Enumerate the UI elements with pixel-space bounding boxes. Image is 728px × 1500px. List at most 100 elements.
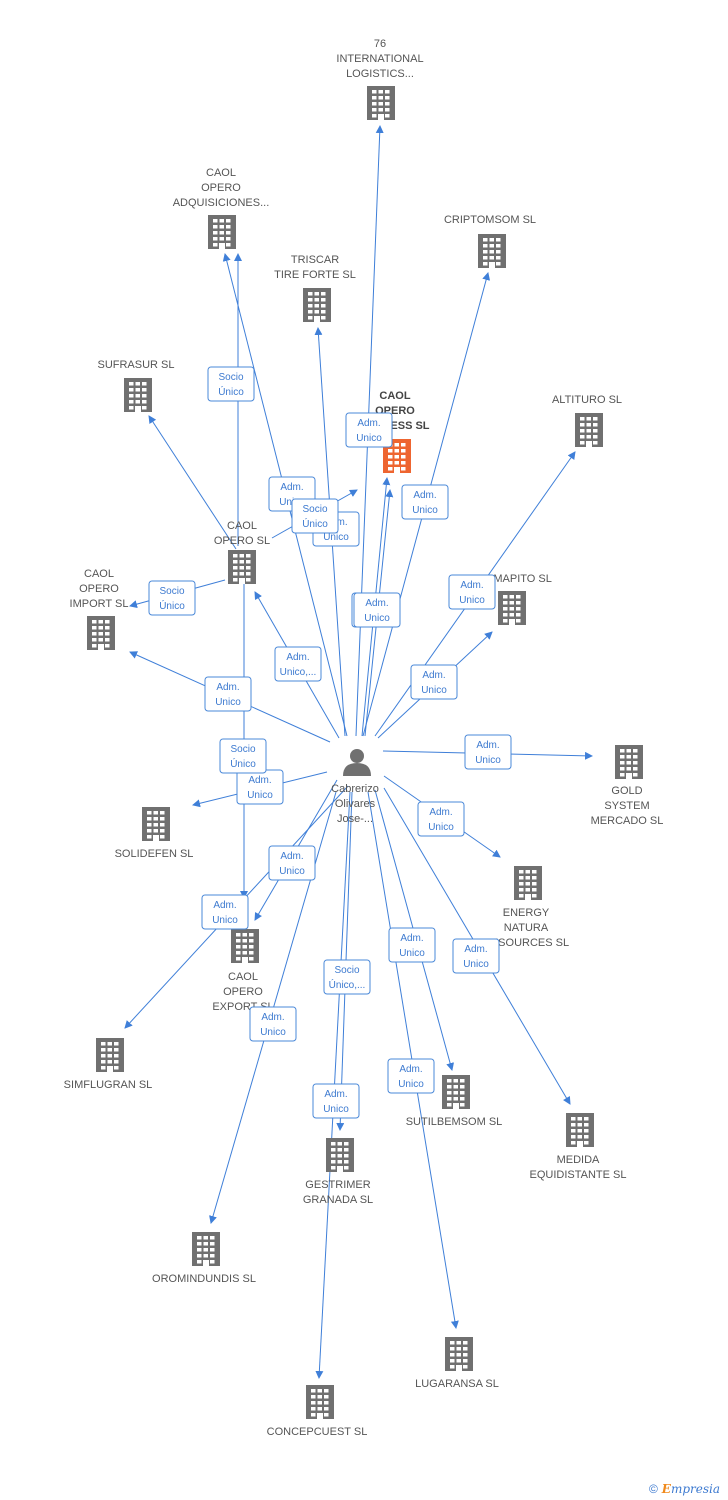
- edge-label-text: Unico: [364, 613, 390, 624]
- building-icon: [87, 616, 115, 650]
- building-icon: [124, 378, 152, 412]
- company-node-solidefen[interactable]: SOLIDEFEN SL: [115, 807, 194, 860]
- company-node-concepcuest[interactable]: CONCEPCUEST SL: [267, 1385, 368, 1438]
- company-name-line: SUTILBEMSOM SL: [406, 1116, 503, 1128]
- edge-label-box: [417, 801, 465, 837]
- building-icon: [498, 591, 526, 625]
- company-name-line: CAOL: [206, 167, 236, 179]
- edge-label-medida[interactable]: Adm.Unico: [452, 938, 500, 974]
- edge-label-goldsystem[interactable]: Adm.Unico: [464, 734, 512, 770]
- company-name-line: OPERO SL: [214, 535, 270, 547]
- company-name-line: OPERO: [223, 986, 263, 998]
- company-name-line: CAOL: [379, 390, 410, 402]
- edge-label-criptomsom[interactable]: Adm.Unico: [401, 484, 449, 520]
- building-icon: [326, 1138, 354, 1172]
- company-node-sufrasur[interactable]: SUFRASUR SL: [97, 359, 175, 412]
- building-icon: [208, 215, 236, 249]
- company-node-caoladquisiciones[interactable]: CAOL OPERO ADQUISICIONES...: [173, 167, 270, 249]
- company-name-line: OROMINDUNDIS SL: [152, 1273, 256, 1285]
- edge-label-gestrimer[interactable]: SocioÚnico,...: [323, 959, 371, 995]
- edge-label-caolexpress[interactable]: Adm.Unico: [353, 592, 401, 628]
- person-icon: [343, 749, 371, 776]
- company-name-line: GRANADA SL: [303, 1194, 373, 1206]
- edge-label-text: Unico: [412, 505, 438, 516]
- company-name-line: ALTITURO SL: [552, 394, 622, 406]
- edge-label-text: Adm.: [280, 482, 303, 493]
- edge-label-box: [353, 592, 401, 628]
- brand-name: mpresia: [670, 1482, 720, 1496]
- company-node-camapito[interactable]: CAMAPITO SL: [478, 573, 552, 625]
- edge-label-text: Unico: [260, 1027, 286, 1038]
- building-icon: [96, 1038, 124, 1072]
- building-icon: [142, 807, 170, 841]
- edge-label-text: Único: [159, 599, 185, 612]
- company-name-line: CAOL: [84, 568, 114, 580]
- edge-label-box: [219, 738, 267, 774]
- building-icon: [192, 1232, 220, 1266]
- edge-label-box: [148, 580, 196, 616]
- edge-label-altituro[interactable]: Adm.Unico: [448, 574, 496, 610]
- company-node-oromindundis[interactable]: OROMINDUNDIS SL: [152, 1232, 256, 1285]
- edge-label-caolexport[interactable]: Adm.Unico: [268, 845, 316, 881]
- copyright-symbol: ©: [648, 1482, 658, 1496]
- company-node-lugaransa[interactable]: LUGARANSA SL: [415, 1337, 499, 1390]
- edge-label-box: [401, 484, 449, 520]
- edge-label-76international[interactable]: Adm. Unico: [345, 412, 393, 448]
- edge-label-caolimport[interactable]: Adm.Unico: [204, 676, 252, 712]
- edge-label-solidefen[interactable]: Adm.Unico: [236, 769, 284, 805]
- company-name-line: LOGISTICS...: [346, 68, 414, 80]
- company-name-line: INTERNATIONAL: [336, 53, 423, 65]
- edge-label-text: Unico: [356, 433, 382, 444]
- edge-label-text: Socio: [218, 372, 243, 383]
- edge-label-sutilbemsom[interactable]: Adm.Unico: [388, 927, 436, 963]
- edge-label-caolopero[interactable]: Adm.Unico,...: [274, 646, 322, 682]
- edge-label-camapito[interactable]: Adm.Unico: [410, 664, 458, 700]
- building-icon: [566, 1113, 594, 1147]
- company-name-line: CAMAPITO SL: [478, 573, 552, 585]
- company-node-sutilbemsom[interactable]: SUTILBEMSOM SL: [406, 1075, 503, 1128]
- company-name-line: ADQUISICIONES...: [173, 197, 270, 209]
- person-node-center[interactable]: CabrerizoOlivaresJose-...: [331, 749, 379, 825]
- edge-label-text: Adm.: [213, 900, 236, 911]
- edge-label-text: Adm.: [357, 418, 380, 429]
- company-name-line: IMPORT SL: [70, 598, 129, 610]
- edge-label-text: Socio: [230, 744, 255, 755]
- edge-label-text: Unico: [323, 1104, 349, 1115]
- company-node-simflugran[interactable]: SIMFLUGRAN SL: [64, 1038, 153, 1091]
- building-icon: [445, 1337, 473, 1371]
- edge-label-oromindundis[interactable]: Adm.Unico: [249, 1006, 297, 1042]
- building-icon: [306, 1385, 334, 1419]
- edge-label-energynatura[interactable]: Adm.Unico: [417, 801, 465, 837]
- company-name-line: OPERO: [201, 182, 241, 194]
- company-name-line: OPERO: [79, 583, 119, 595]
- company-name-line: CAOL: [228, 971, 258, 983]
- company-node-76international[interactable]: 76INTERNATIONALLOGISTICS...: [336, 38, 424, 120]
- company-node-criptomsom[interactable]: CRIPTOMSOM SL: [444, 214, 536, 268]
- edge-label-lugaransa[interactable]: Adm.Unico: [387, 1058, 435, 1094]
- building-icon: [442, 1075, 470, 1109]
- company-name-line: SOLIDEFEN SL: [115, 848, 194, 860]
- edge-label-text: Unico: [399, 948, 425, 959]
- company-node-altituro[interactable]: ALTITURO SL: [552, 394, 622, 447]
- edge-label-box: [387, 1058, 435, 1094]
- edge-label-text: Unico: [463, 959, 489, 970]
- company-name-line: TRISCAR: [291, 254, 339, 266]
- edge-label-box: [388, 927, 436, 963]
- edge-label-text: Adm.: [324, 1089, 347, 1100]
- building-icon: [231, 929, 259, 963]
- edge-label-concepcuest[interactable]: Adm. Unico: [312, 1083, 360, 1119]
- company-node-caolimport[interactable]: CAOL OPERO IMPORT SL: [70, 568, 129, 650]
- edge-label-text: Único: [302, 517, 328, 530]
- edge-label-simflugran[interactable]: Adm.Unico: [201, 894, 249, 930]
